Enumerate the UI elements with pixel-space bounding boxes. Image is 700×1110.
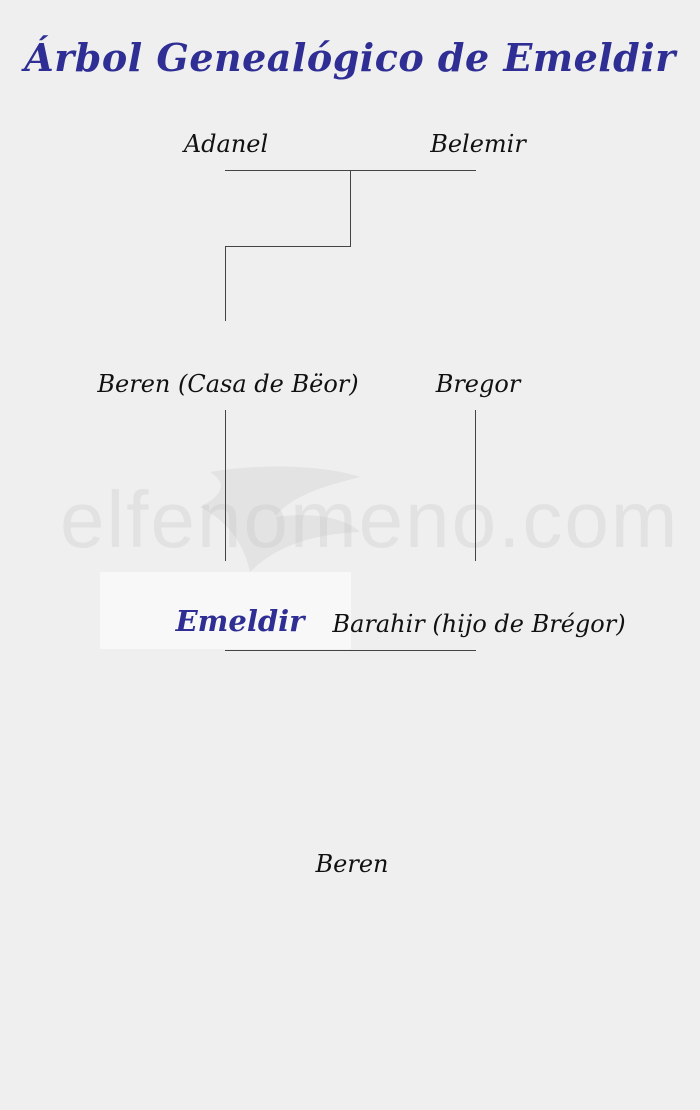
- page-title: Árbol Genealógico de Emeldir: [24, 35, 676, 81]
- person-bregor: Bregor: [435, 370, 521, 398]
- descent-line-bregor-to-barahir: [475, 410, 476, 561]
- watermark-logo: elfenomeno.com: [60, 462, 680, 582]
- person-barahir: Barahir (hijo de Brégor): [332, 610, 626, 638]
- descent-line-beren-to-emeldir: [225, 410, 226, 561]
- person-emeldir-focus: Emeldir: [175, 604, 305, 638]
- person-belemir: Belemir: [430, 130, 526, 158]
- watermark-text: elfenomeno.com: [60, 475, 680, 564]
- marriage-line-gen3: [225, 650, 476, 651]
- child-line-gen1: [225, 246, 226, 321]
- branch-line-gen1: [225, 246, 351, 247]
- dragon-watermark-icon: [200, 466, 360, 572]
- person-adanel: Adanel: [183, 130, 269, 158]
- person-beren-casa-de-beor: Beren (Casa de Bëor): [97, 370, 359, 398]
- person-beren: Beren: [315, 850, 389, 878]
- descent-line-gen1: [350, 170, 351, 247]
- focus-highlight: [100, 572, 351, 649]
